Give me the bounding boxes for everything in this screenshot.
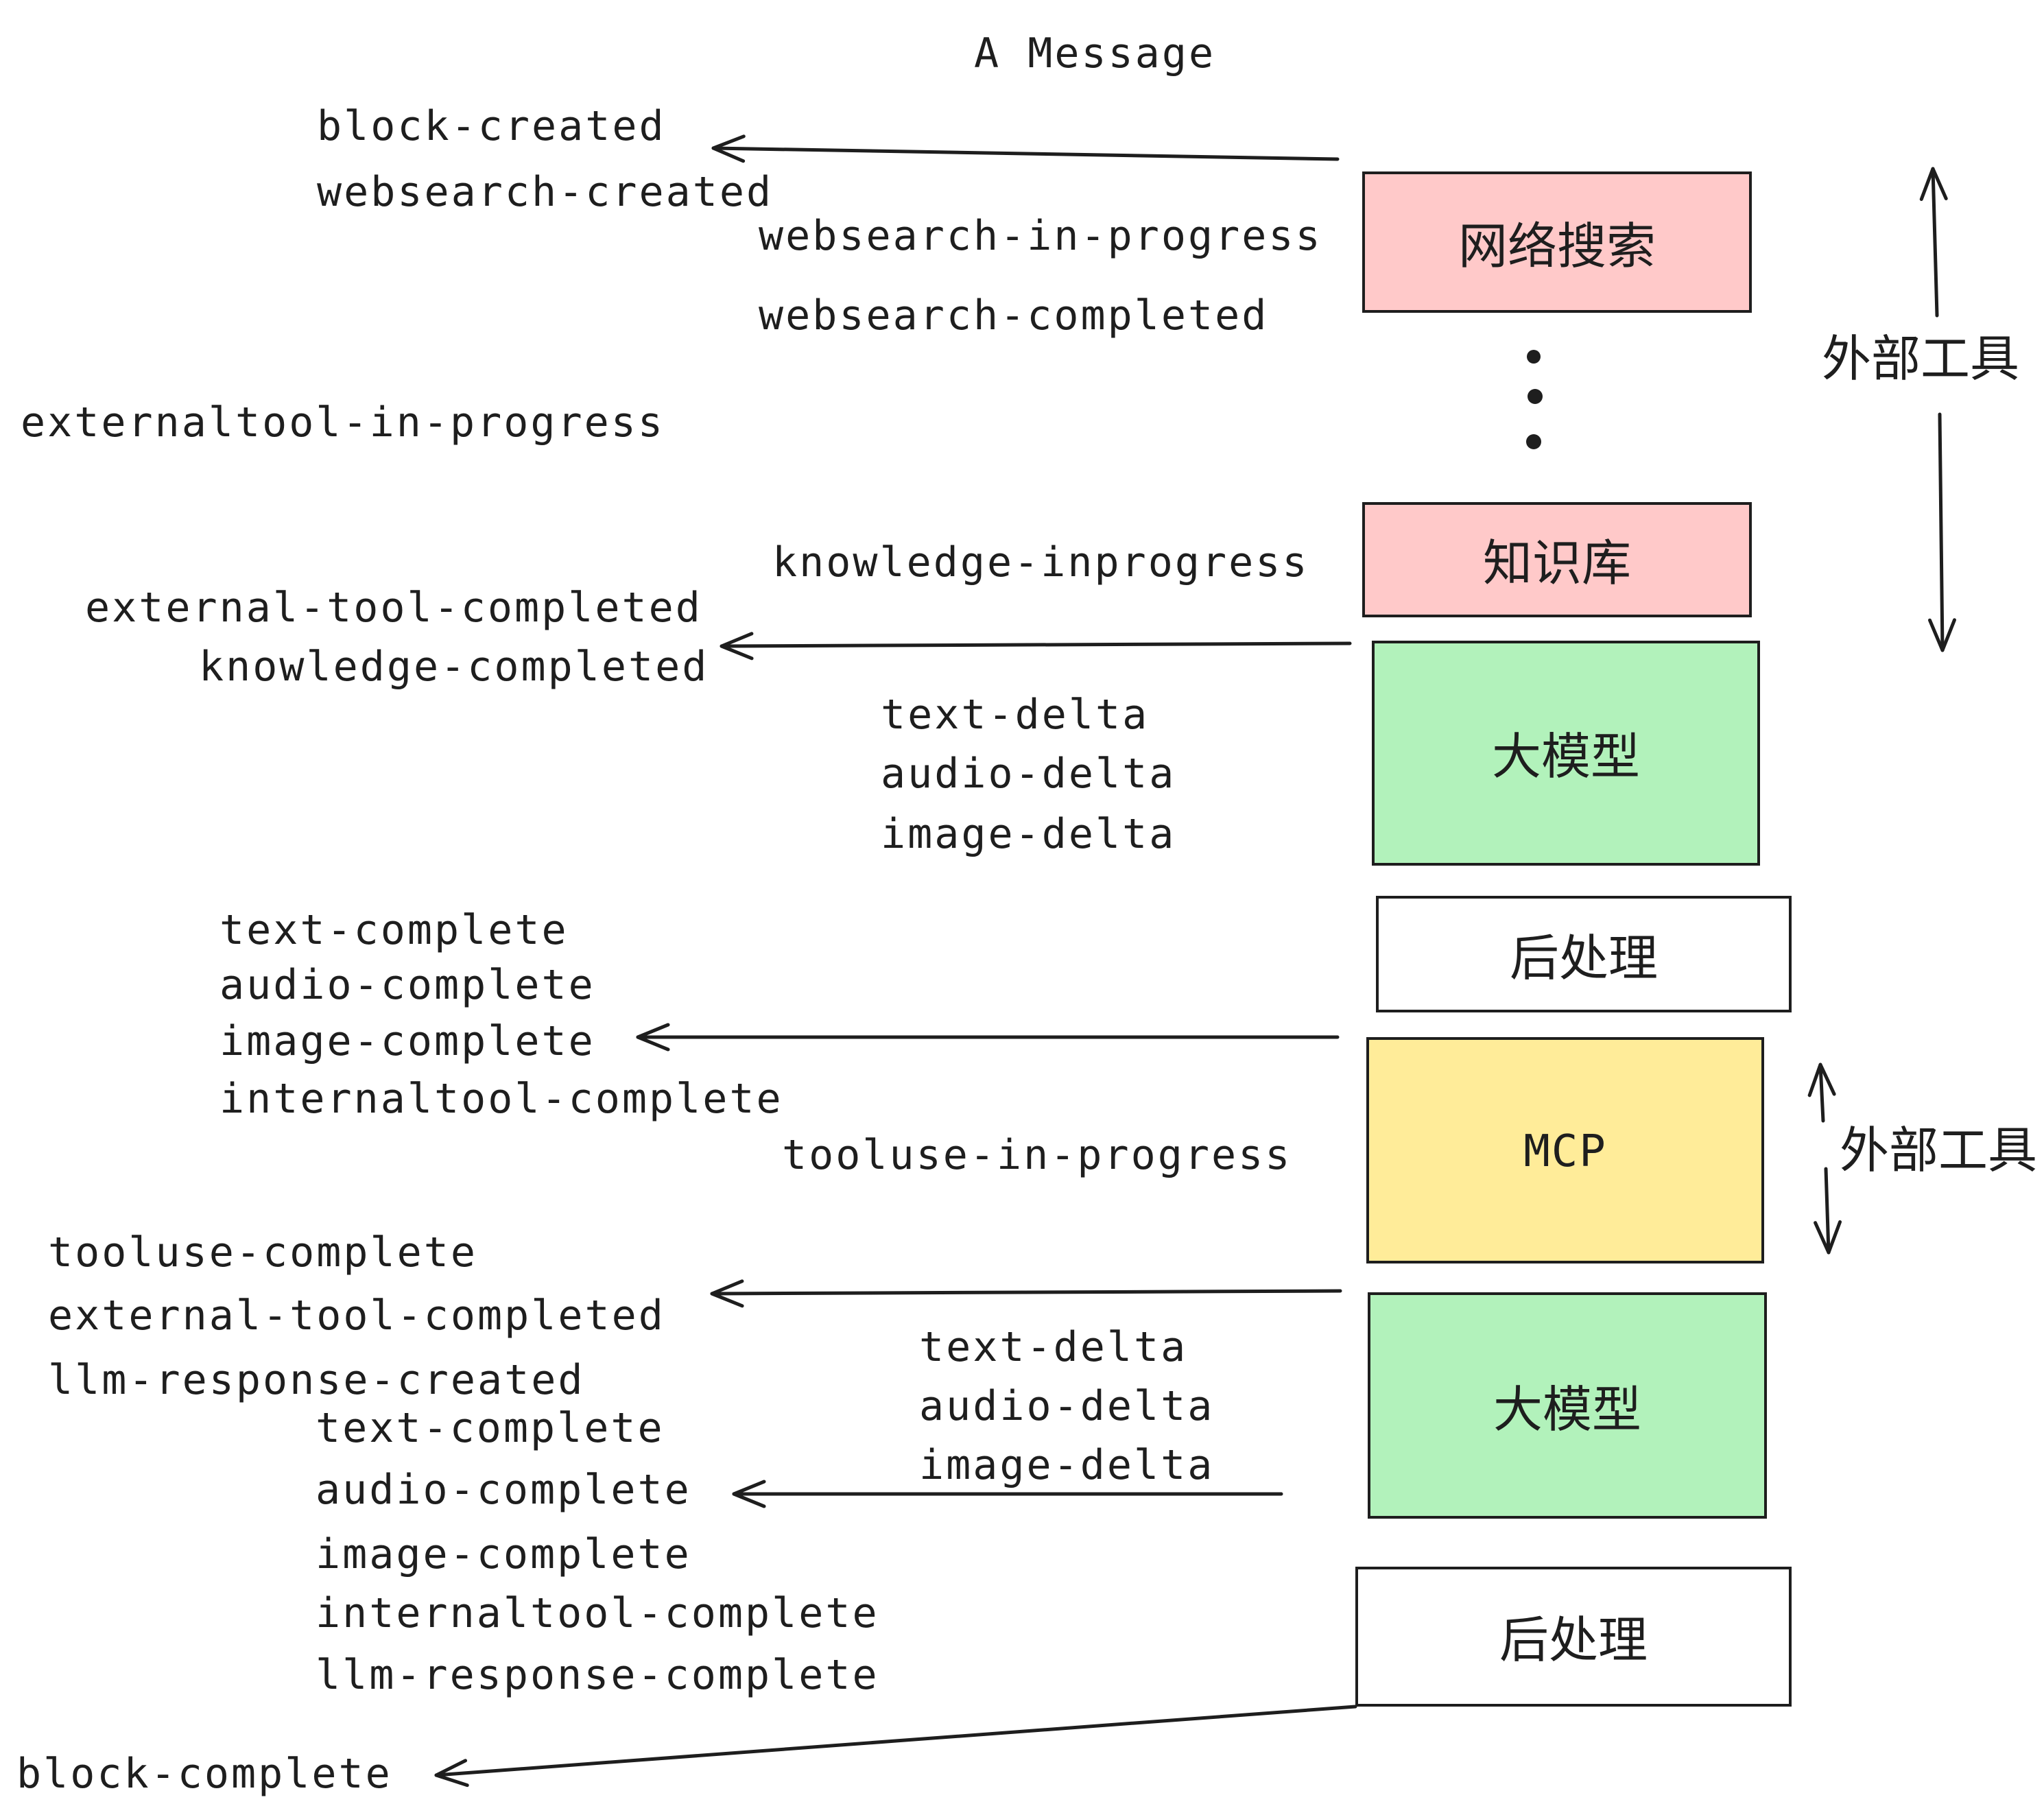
- box-web-search-label: 网络搜索: [1458, 217, 1656, 274]
- box-post-process-1-label: 后处理: [1509, 929, 1658, 986]
- event-image-delta-1: image-delta: [881, 811, 1176, 859]
- event-knowledge-inprogress: knowledge-inprogress: [772, 539, 1309, 587]
- event-audio-delta-1: audio-delta: [881, 750, 1176, 798]
- box-mcp: MCP: [1366, 1037, 1764, 1263]
- event-text-complete-2: text-complete: [316, 1405, 665, 1453]
- ellipsis-dots-icon: [1526, 350, 1543, 449]
- event-internaltool-complete-1: internaltool-complete: [219, 1076, 783, 1124]
- box-llm-1: 大模型: [1372, 641, 1760, 866]
- event-llm-response-complete: llm-response-complete: [316, 1652, 879, 1700]
- event-internaltool-complete-2: internaltool-complete: [316, 1590, 879, 1638]
- box-web-search: 网络搜索: [1362, 171, 1752, 313]
- event-text-complete-1: text-complete: [219, 907, 569, 955]
- diagram-title: A Message: [974, 30, 1216, 78]
- event-llm-response-created: llm-response-created: [48, 1357, 585, 1405]
- box-knowledge-base: 知识库: [1362, 502, 1752, 617]
- event-tooluse-in-progress: tooluse-in-progress: [782, 1132, 1292, 1180]
- event-image-complete-2: image-complete: [316, 1531, 691, 1579]
- event-audio-complete-2: audio-complete: [316, 1467, 691, 1515]
- annotation-external-tools-2: 外部工具: [1840, 1122, 2038, 1178]
- event-text-delta-2: text-delta: [919, 1324, 1188, 1372]
- event-externaltool-in-progress: externaltool-in-progress: [21, 399, 665, 447]
- box-post-process-2: 后处理: [1355, 1567, 1792, 1707]
- box-post-process-1: 后处理: [1376, 896, 1792, 1012]
- box-llm-2-label: 大模型: [1493, 1381, 1641, 1437]
- box-llm-1-label: 大模型: [1491, 728, 1640, 785]
- event-external-tool-completed-2: external-tool-completed: [48, 1292, 665, 1340]
- arrow-to-block-complete: [434, 1705, 1357, 1788]
- box-llm-2: 大模型: [1368, 1292, 1767, 1519]
- arrow-external-tools-2-up: [1807, 1063, 1836, 1123]
- event-websearch-completed: websearch-completed: [759, 292, 1269, 340]
- event-text-delta-1: text-delta: [881, 691, 1150, 739]
- arrow-external-tools-1-down: [1927, 412, 1956, 652]
- event-block-created: block-created: [317, 103, 666, 151]
- arrow-external-tools-2-down: [1814, 1167, 1842, 1255]
- event-block-complete: block-complete: [16, 1750, 392, 1799]
- arrow-external-tools-1-up: [1919, 167, 1948, 318]
- box-mcp-label: MCP: [1523, 1124, 1607, 1176]
- arrow-to-tooluse-complete: [710, 1279, 1342, 1308]
- event-websearch-in-progress: websearch-in-progress: [759, 213, 1322, 261]
- event-external-tool-completed-1: external-tool-completed: [85, 584, 702, 632]
- arrow-to-block-created: [711, 134, 1340, 163]
- event-audio-delta-2: audio-delta: [919, 1383, 1215, 1431]
- box-post-process-2-label: 后处理: [1499, 1612, 1648, 1668]
- annotation-external-tools-1: 外部工具: [1822, 331, 2020, 387]
- event-audio-complete-1: audio-complete: [219, 962, 595, 1010]
- event-image-complete-1: image-complete: [219, 1018, 595, 1066]
- event-image-delta-2: image-delta: [919, 1442, 1215, 1490]
- event-knowledge-completed: knowledge-completed: [199, 643, 709, 691]
- event-websearch-created: websearch-created: [317, 169, 774, 217]
- arrow-to-knowledge-completed: [720, 632, 1352, 661]
- box-knowledge-base-label: 知识库: [1482, 535, 1631, 591]
- event-tooluse-complete: tooluse-complete: [48, 1229, 477, 1277]
